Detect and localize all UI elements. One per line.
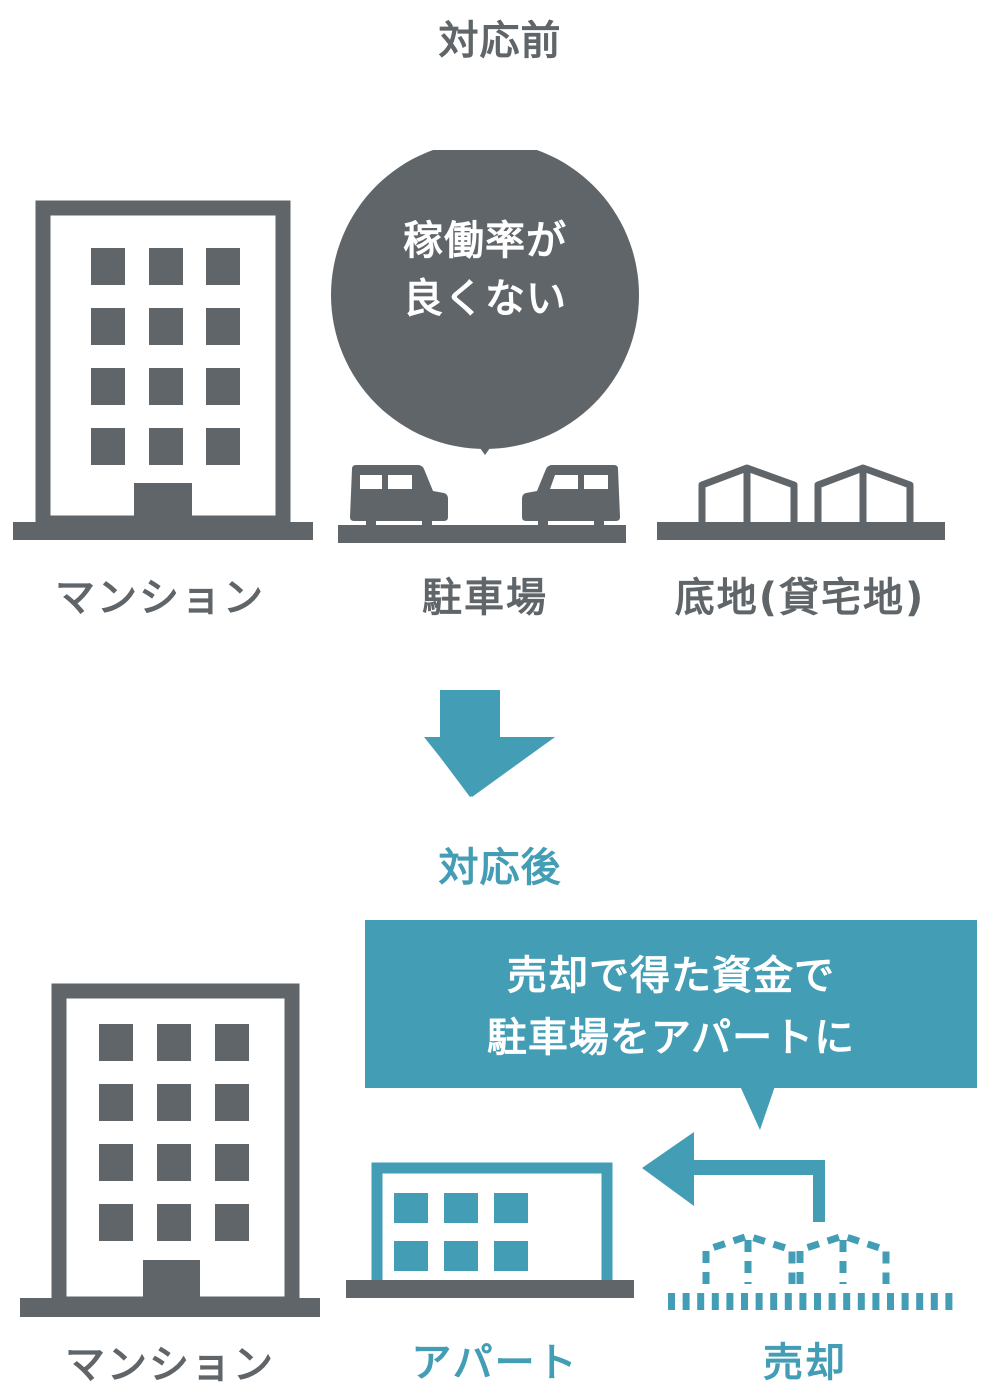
sold-label: 売却 (763, 1340, 847, 1386)
speech-bubble: 稼働率が 良くない (330, 150, 640, 460)
leased-land-item: 底地(貸宅地) (640, 455, 1000, 621)
callout-text: 売却で得た資金で 駐車場をアパートに (365, 945, 977, 1069)
parking-lot-label: 駐車場 (422, 575, 548, 621)
callout-line1: 売却で得た資金で (507, 953, 835, 999)
before-title: 対応前 (438, 18, 562, 64)
leased-land-houses-icon (657, 464, 945, 540)
sold-land-dashed-houses-icon (668, 1232, 960, 1310)
parking-lot-item: 駐車場 (330, 455, 640, 621)
speech-bubble-shape (331, 150, 639, 455)
down-arrow-icon (424, 690, 555, 797)
apartment-item: アパート (340, 1150, 650, 1390)
callout-line2: 駐車場をアパートに (486, 1015, 856, 1061)
callout-shape (365, 920, 977, 1130)
callout-box: 売却で得た資金で 駐車場をアパートに (365, 920, 977, 1130)
mansion-item-after: マンション (0, 960, 340, 1390)
speech-bubble-text: 稼働率が 良くない (330, 212, 640, 328)
mansion-label-before: マンション (55, 575, 265, 621)
parking-lot-cars-icon (338, 465, 626, 543)
left-turn-arrow-icon (642, 1132, 825, 1222)
after-title: 対応後 (438, 845, 562, 891)
apartment-label: アパート (411, 1340, 579, 1386)
mansion-item-before: マンション (0, 190, 330, 621)
speech-bubble-line1: 稼働率が (403, 218, 567, 264)
low-rise-apartment-icon (346, 1162, 634, 1298)
speech-bubble-line2: 良くない (403, 276, 567, 322)
leased-land-label: 底地(貸宅地) (674, 575, 926, 621)
apartment-building-icon (20, 983, 320, 1317)
mansion-label-after: マンション (65, 1342, 275, 1388)
apartment-building-icon (13, 200, 313, 540)
sold-land-item: 売却 (650, 1230, 980, 1390)
